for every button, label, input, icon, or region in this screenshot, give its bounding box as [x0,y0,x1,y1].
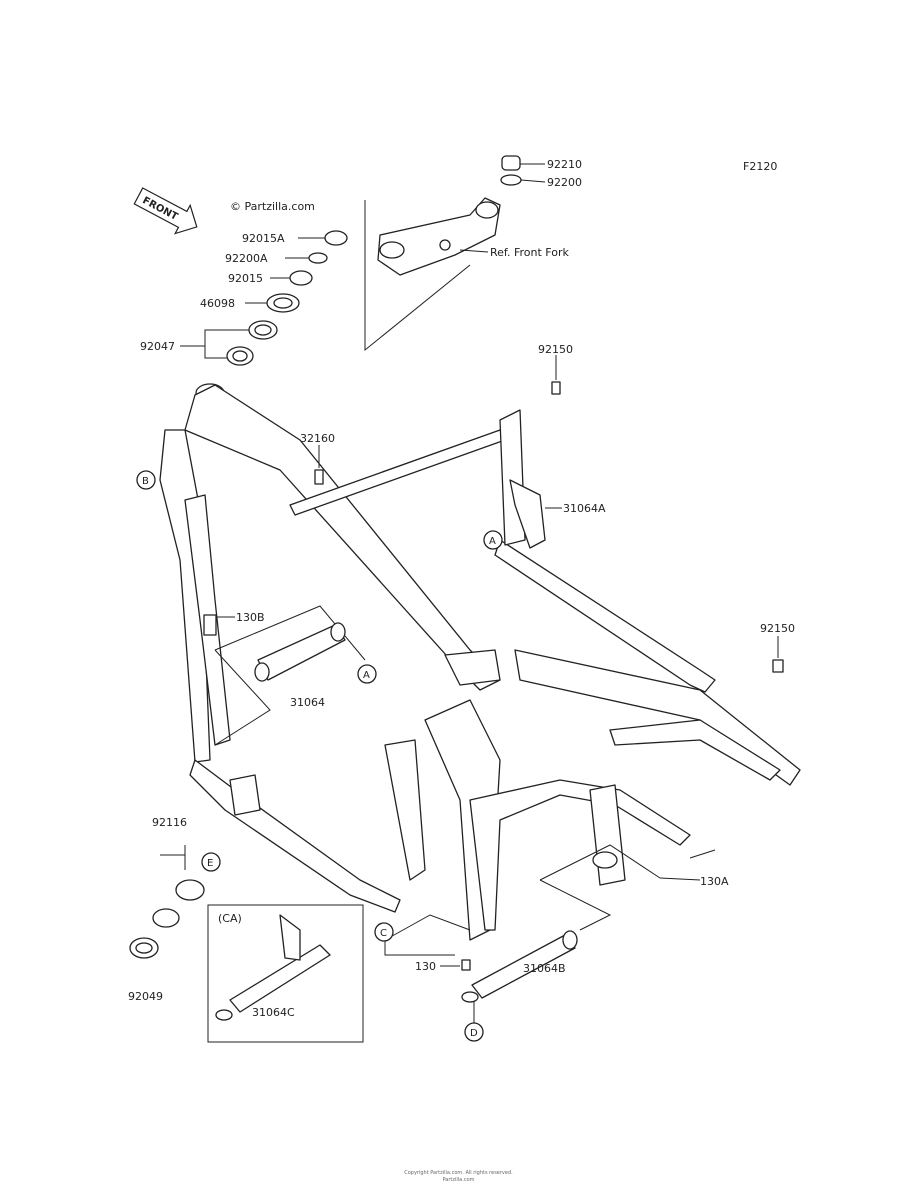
footer-line-2: Partzilla.com [442,1177,475,1183]
svg-text:A: A [489,536,496,547]
upper-triple-clamp [377,197,501,276]
svg-text:A: A [363,670,370,681]
bolt-92150-right [772,636,784,673]
label-92200a: 92200A [225,252,268,265]
cross-member-31064 [214,605,366,746]
label-ca: (CA) [218,912,242,925]
label-31064: 31064 [290,696,325,709]
footer-line-1: Copyright Partzilla.com. All rights rese… [404,1170,513,1176]
bolt-130b [203,614,235,636]
bracket-31064a [509,479,562,549]
label-130b: 130B [236,611,265,624]
svg-text:D: D [470,1028,478,1039]
callout-d: D [464,1001,484,1042]
svg-text:C: C [380,928,387,939]
label-92047: 92047 [140,340,175,353]
ca-inset-box [207,904,364,1043]
label-130: 130 [415,960,436,973]
label-130a: 130A [700,875,729,888]
lock-washer-92200a [285,252,328,264]
dust-seal-46098 [245,293,300,313]
svg-text:E: E [207,858,213,869]
part-32160 [314,445,324,485]
label-92015: 92015 [228,272,263,285]
label-46098: 46098 [200,297,235,310]
bolt-130a [539,844,716,881]
label-92049: 92049 [128,990,163,1003]
part-92116-group [129,845,205,959]
stem-nut-92015a [298,230,348,246]
stem-nut-92015 [270,270,313,286]
diagram-code: F2120 [743,160,777,173]
label-32160: 32160 [300,432,335,445]
label-92015a: 92015A [242,232,285,245]
front-arrow-icon: FRONT [133,187,198,235]
label-92150-right: 92150 [760,622,795,635]
callout-a-upper: A [483,530,503,550]
stem-group-bracket [364,200,471,352]
callout-c: C [374,922,394,942]
tube-31064b [384,879,612,1003]
label-ref-front-fork: Ref. Front Fork [490,246,569,259]
svg-text:B: B [142,476,149,487]
label-92150-top: 92150 [538,343,573,356]
callout-a-lower: A [357,664,377,684]
stem-cap-part [500,155,546,186]
label-31064c: 31064C [252,1006,295,1019]
bearing-92047 [180,320,278,366]
label-31064a: 31064A [563,502,606,515]
main-frame [159,383,801,941]
callout-b: B [136,470,156,490]
callout-e: E [201,852,221,872]
label-31064b: 31064B [523,962,566,975]
label-92210: 92210 [547,158,582,171]
watermark: © Partzilla.com [230,200,315,213]
label-92200: 92200 [547,176,582,189]
label-92116: 92116 [152,816,187,829]
bolt-92150-top [551,355,561,395]
